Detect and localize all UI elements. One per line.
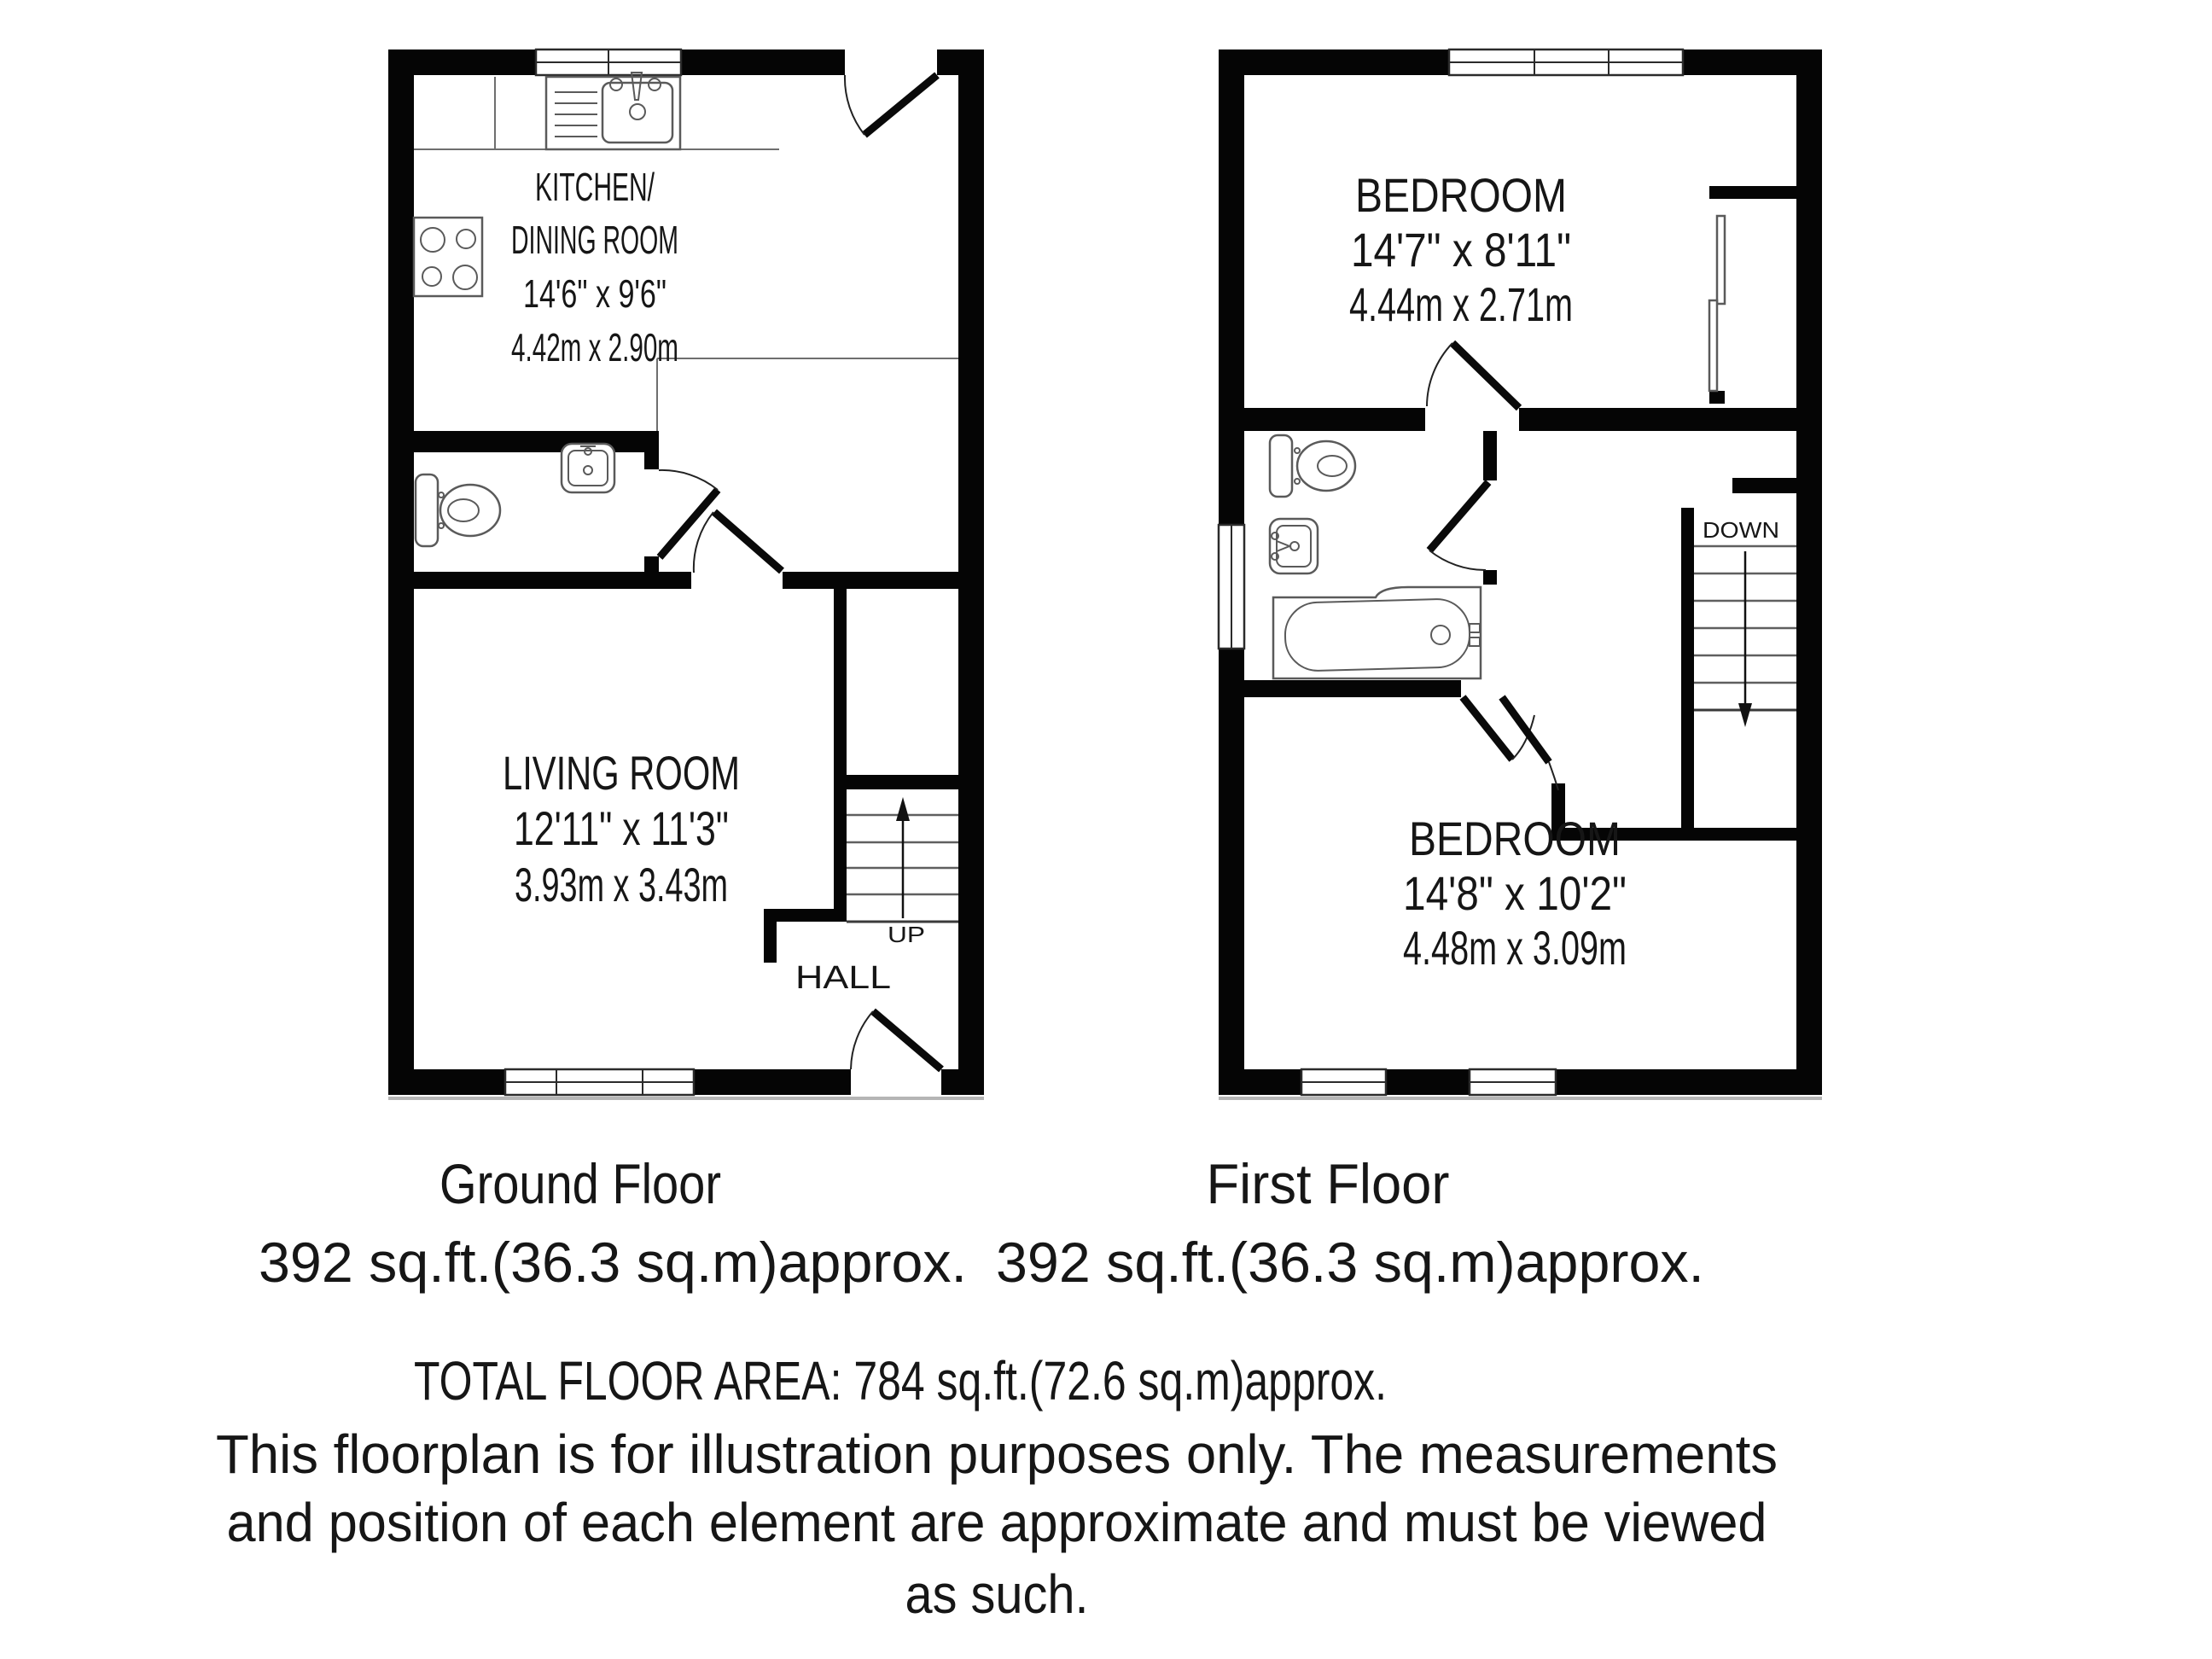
bathroom-door: [1426, 480, 1492, 572]
stairs-up-label: UP: [888, 922, 925, 947]
bedroom-front-label: BEDROOM 14'7" x 8'11" 4.44m x 2.71m: [1349, 168, 1573, 331]
living-room-dims-imperial: 12'11" x 11'3": [514, 801, 729, 855]
living-room-door: [692, 509, 784, 574]
up-arrow-icon: [896, 797, 910, 821]
ground-floor-plan: UP KITCHEN/ DINING ROOM 14'6" x 9'6" 4.4…: [388, 48, 984, 1100]
hall-label: HALL: [795, 960, 891, 996]
down-arrow-icon: [1738, 703, 1752, 727]
basin-icon: [1268, 517, 1319, 575]
bedroom-back-label: BEDROOM 14'8" x 10'2" 4.48m x 3.09m: [1403, 812, 1627, 975]
kitchen-dims-metric: 4.42m x 2.90m: [511, 325, 678, 370]
kitchen-name-line2: DINING ROOM: [511, 218, 678, 262]
total-floor-area: TOTAL FLOOR AREA: 784 sq.ft.(72.6 sq.m)a…: [414, 1350, 1387, 1412]
exterior-walls: [1219, 49, 1822, 1100]
first-floor-title: First Floor: [1207, 1152, 1450, 1215]
window-bedroom-front: [1447, 48, 1685, 77]
bedroom-front-dims-imperial: 14'7" x 8'11": [1351, 223, 1571, 276]
interior-walls: [388, 431, 984, 963]
stairs-up: UP: [847, 797, 958, 947]
basin-icon: [560, 442, 616, 494]
toilet-icon: [1268, 434, 1357, 498]
built-in-cupboard-icon: [1708, 214, 1726, 393]
bedroom-back-dims-imperial: 14'8" x 10'2": [1403, 866, 1627, 920]
kitchen-dims-imperial: 14'6" x 9'6": [523, 271, 667, 316]
window-living-room: [504, 1068, 696, 1097]
disclaimer-line2: and position of each element are approxi…: [227, 1492, 1767, 1553]
living-room-name: LIVING ROOM: [503, 746, 740, 800]
bedroom-back-name: BEDROOM: [1409, 812, 1621, 865]
front-door: [850, 1008, 944, 1073]
first-floor-area: 392 sq.ft.(36.3 sq.m)approx.: [996, 1231, 1704, 1294]
first-floor-plan: DOWN BEDROOM 14'7" x 8'11" 4.44m x 2.71m…: [1217, 48, 1822, 1100]
wc-door: [656, 469, 721, 560]
window-bathroom: [1217, 523, 1246, 650]
bedroom-front-dims-metric: 4.44m x 2.71m: [1349, 277, 1573, 331]
kitchen-sink-icon: [544, 72, 682, 151]
living-room-label: LIVING ROOM 12'11" x 11'3" 3.93m x 3.43m: [503, 746, 740, 911]
hob-icon: [412, 216, 484, 298]
bedroom-back-dims-metric: 4.48m x 3.09m: [1403, 921, 1627, 975]
kitchen-name-line1: KITCHEN/: [535, 165, 655, 209]
toilet-icon: [414, 473, 502, 548]
ground-floor-title: Ground Floor: [439, 1152, 721, 1215]
back-door: [843, 72, 940, 138]
interior-walls: [1219, 186, 1796, 841]
bedroom-front-name: BEDROOM: [1355, 168, 1567, 222]
ground-floor-area: 392 sq.ft.(36.3 sq.m)approx.: [259, 1231, 967, 1294]
window-bedroom-back-2: [1468, 1068, 1557, 1097]
kitchen-label: KITCHEN/ DINING ROOM 14'6" x 9'6" 4.42m …: [511, 165, 678, 370]
footer: Ground Floor First Floor 392 sq.ft.(36.3…: [216, 1152, 1778, 1625]
living-room-dims-metric: 3.93m x 3.43m: [515, 858, 728, 911]
stairs-down-label: DOWN: [1703, 517, 1779, 543]
disclaimer-line3: as such.: [905, 1563, 1089, 1625]
window-kitchen: [534, 48, 683, 77]
disclaimer-line1: This floorplan is for illustration purpo…: [216, 1423, 1778, 1485]
bedroom-front-door: [1426, 340, 1522, 411]
bathtub-icon: [1272, 585, 1482, 680]
window-bedroom-back-1: [1300, 1068, 1388, 1097]
bedroom-back-door: [1459, 695, 1559, 791]
kitchen-counter-lines: [414, 77, 958, 431]
stairs-down: DOWN: [1694, 517, 1796, 727]
